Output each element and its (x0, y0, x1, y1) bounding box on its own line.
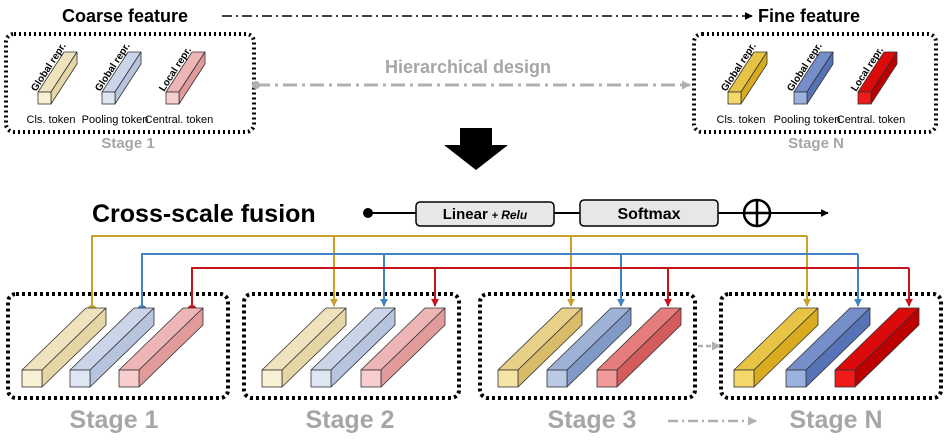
down-arrow (444, 128, 508, 170)
token-prism (37, 51, 78, 105)
hierarchical-design-label: Hierarchical design (385, 57, 551, 77)
stage-2-token-prism (310, 307, 396, 388)
token-label: Central. token (145, 114, 213, 126)
stage-1-token-prism (21, 307, 107, 388)
token-label: Central. token (837, 114, 905, 126)
token-label: Pooling token (82, 114, 149, 126)
top-stage-1-label: Stage 1 (101, 135, 154, 152)
central-token-route-trunk (191, 267, 909, 308)
token-prism (165, 51, 206, 105)
cross-scale-fusion-title: Cross-scale fusion (92, 200, 316, 228)
bottom-stage-2-label: Stage 2 (306, 406, 395, 434)
relu-label: Relu (501, 208, 528, 222)
stage-2-token-prism (360, 307, 446, 388)
pooling-token-route-trunk (141, 253, 858, 308)
coarse-feature-label: Coarse feature (62, 6, 188, 26)
softmax-block (579, 199, 719, 227)
stage-3-token-prism (596, 307, 682, 388)
token-label: Cls. token (717, 114, 766, 126)
linear-relu-block (415, 201, 555, 227)
circle-plus-icon (742, 198, 772, 228)
bottom-stage-3-label: Stage 3 (548, 406, 637, 434)
linear-label: Linear (443, 206, 488, 223)
plus-label: + (492, 210, 498, 222)
bottom-tokens (21, 307, 920, 388)
stage-3-token-prism (546, 307, 632, 388)
token-prism (857, 51, 898, 105)
fine-feature-label: Fine feature (758, 6, 860, 26)
fusion-pipeline-start-dot (363, 208, 373, 218)
bottom-stage-1-label: Stage 1 (70, 406, 159, 434)
stage-4-token-prism (733, 307, 819, 388)
top-stage-n-label: Stage N (788, 135, 844, 152)
token-prism (793, 51, 834, 105)
hierarchical-arrow-start (252, 81, 260, 89)
stage-2-token-prism (261, 307, 347, 388)
softmax-label: Softmax (617, 206, 680, 223)
cls-token-route-trunk (91, 235, 807, 308)
token-prism (101, 51, 142, 105)
token-label: Pooling token (774, 114, 841, 126)
stage-4-token-prism (785, 307, 871, 388)
stage-3-token-prism (497, 307, 583, 388)
linear-relu-text: Linear +Relu (443, 206, 528, 223)
stage-4-token-prism (834, 307, 920, 388)
stage-1-token-prism (69, 307, 155, 388)
stage-1-token-prism (118, 307, 204, 388)
token-label: Cls. token (27, 114, 76, 126)
bottom-stage-n-label: Stage N (789, 406, 882, 434)
token-prism (727, 51, 768, 105)
